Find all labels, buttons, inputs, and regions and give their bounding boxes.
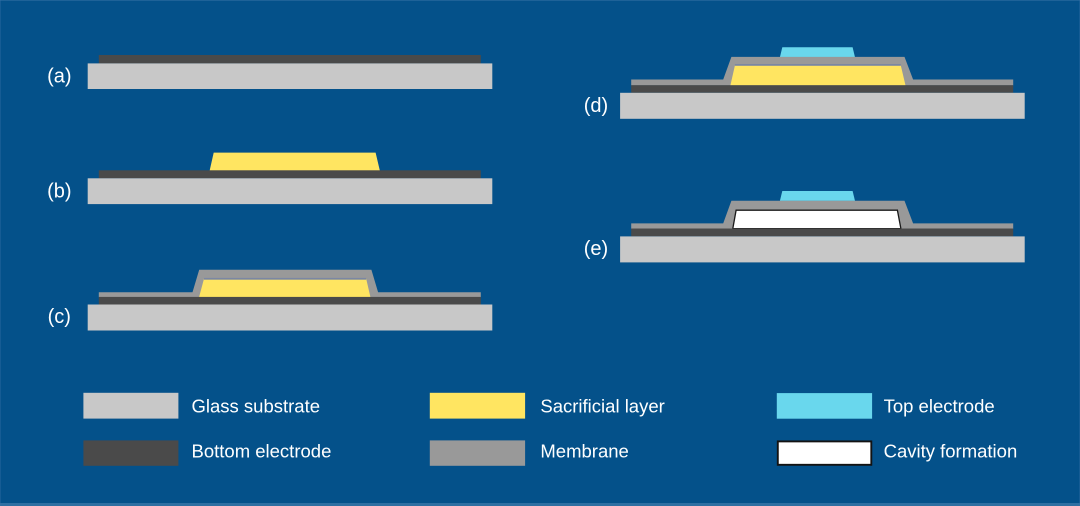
svg-text:(a): (a) [47, 66, 71, 88]
svg-text:Sacrificial layer: Sacrificial layer [540, 396, 664, 417]
svg-text:(d): (d) [584, 95, 608, 117]
svg-text:Cavity formation: Cavity formation [884, 441, 1018, 462]
svg-text:Glass substrate: Glass substrate [192, 396, 321, 417]
svg-text:Top electrode: Top electrode [884, 396, 995, 417]
svg-text:Bottom electrode: Bottom electrode [192, 441, 332, 462]
svg-text:Membrane: Membrane [540, 441, 628, 462]
svg-text:(b): (b) [47, 181, 71, 203]
svg-text:(c): (c) [48, 306, 71, 328]
svg-text:(e): (e) [584, 238, 608, 260]
